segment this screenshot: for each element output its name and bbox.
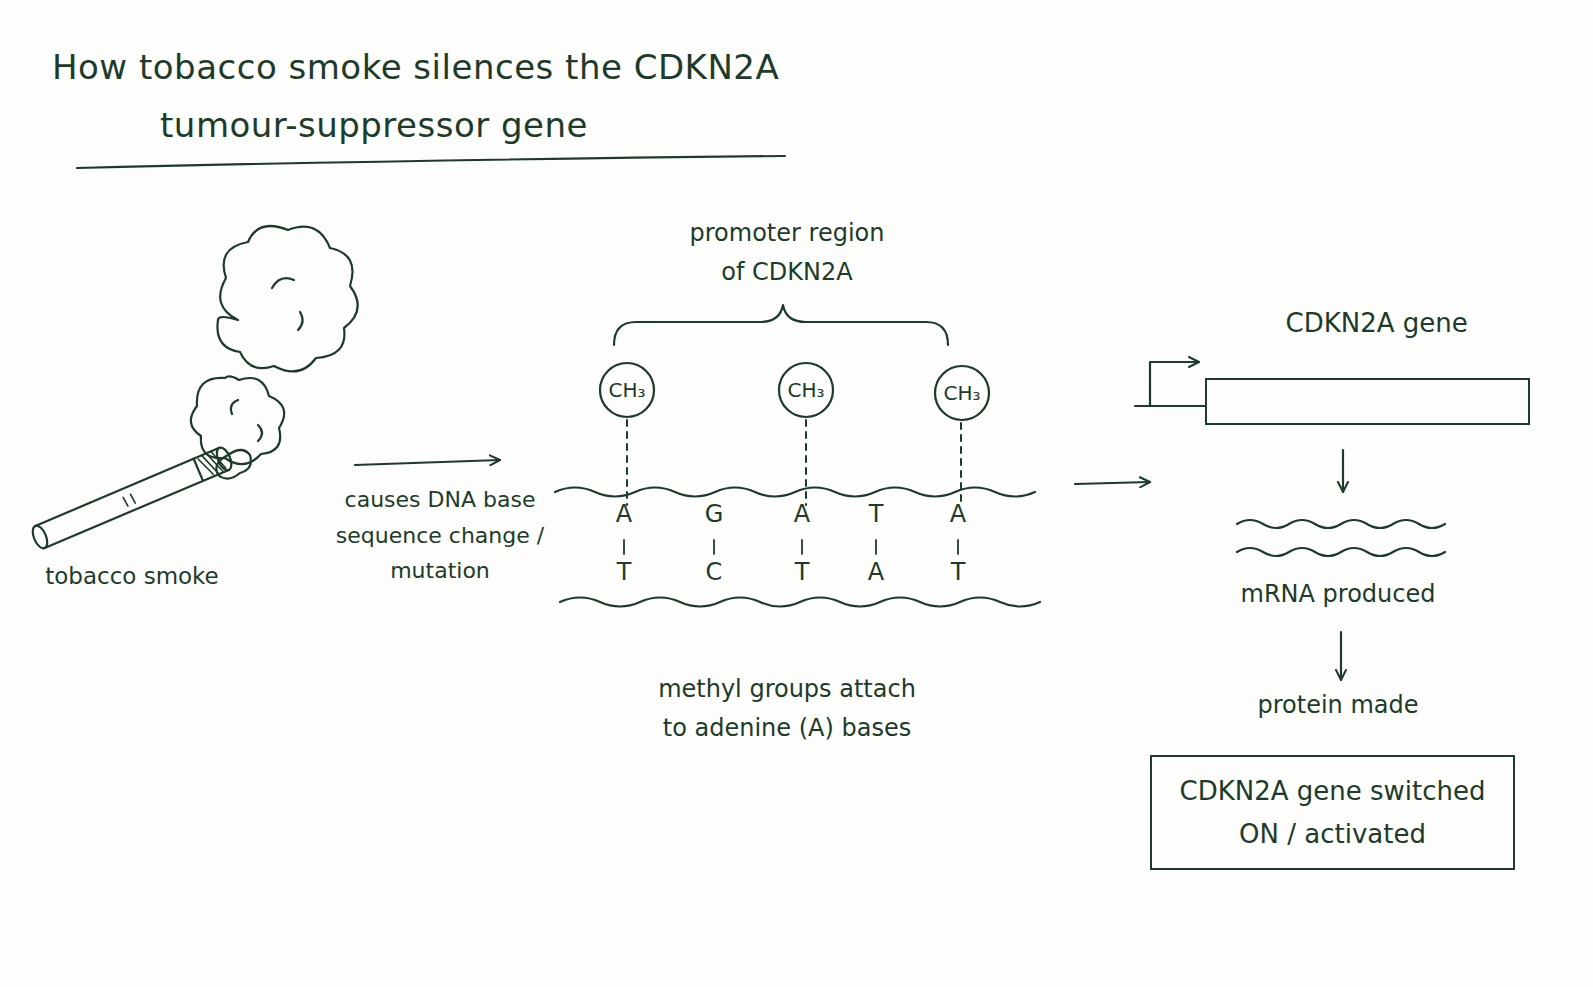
base-letter: A — [943, 500, 973, 529]
node-text: CH₃ — [943, 381, 980, 405]
title-underline — [77, 156, 785, 168]
base-letter: A — [787, 500, 817, 529]
annotation-text: tobacco smoke — [32, 558, 232, 595]
cigarette — [30, 445, 235, 550]
circle-shape — [779, 363, 833, 417]
circle-shape — [600, 363, 654, 417]
annotation-text: causes DNA base sequence change / mutati… — [334, 482, 546, 589]
methyl-group-circle: CH₃ — [933, 364, 991, 422]
diagram-title: How tobacco smoke silences the CDKN2A tu… — [52, 38, 832, 154]
base-letter: C — [699, 558, 729, 587]
base-letter: G — [699, 500, 729, 529]
dna-strand — [560, 598, 1040, 607]
annotation-text: protein made — [1208, 686, 1468, 725]
circle-shape — [935, 366, 989, 420]
flow-arrow — [1342, 450, 1344, 492]
node-text: CH₃ — [608, 378, 645, 402]
methyl-group-circle: CH₃ — [598, 361, 656, 419]
promoter-line — [1135, 405, 1205, 407]
base-letter: T — [787, 558, 817, 587]
mrna-strand — [1237, 548, 1445, 556]
base-pair-bonds — [624, 540, 958, 554]
mrna-strand — [1237, 520, 1445, 528]
base-letter: T — [609, 558, 639, 587]
gene-label: CDKN2A gene — [1285, 308, 1467, 338]
bracket — [614, 305, 948, 345]
base-letter: T — [861, 500, 891, 529]
methyl-group-circle: CH₃ — [777, 361, 835, 419]
node-text: CDKN2A gene switched ON / activated — [1164, 770, 1501, 856]
transcription-start-arrow — [1150, 362, 1199, 406]
annotation-text: methyl groups attach to adenine (A) base… — [650, 670, 925, 748]
outcome-box: CDKN2A gene switched ON / activated — [1150, 755, 1515, 870]
annotation-text: promoter region of CDKN2A — [683, 214, 891, 292]
flow-arrow — [1075, 482, 1150, 484]
gene-bar: CDKN2A gene — [1205, 378, 1530, 425]
base-letter: A — [861, 558, 891, 587]
methyl-bond — [627, 420, 961, 505]
node-text: CH₃ — [787, 378, 824, 402]
flow-arrow — [355, 460, 500, 465]
base-letter: T — [943, 558, 973, 587]
smoke — [191, 226, 358, 479]
annotation-text: mRNA produced — [1208, 575, 1468, 614]
flow-arrow — [1340, 632, 1342, 680]
base-letter: A — [609, 500, 639, 529]
